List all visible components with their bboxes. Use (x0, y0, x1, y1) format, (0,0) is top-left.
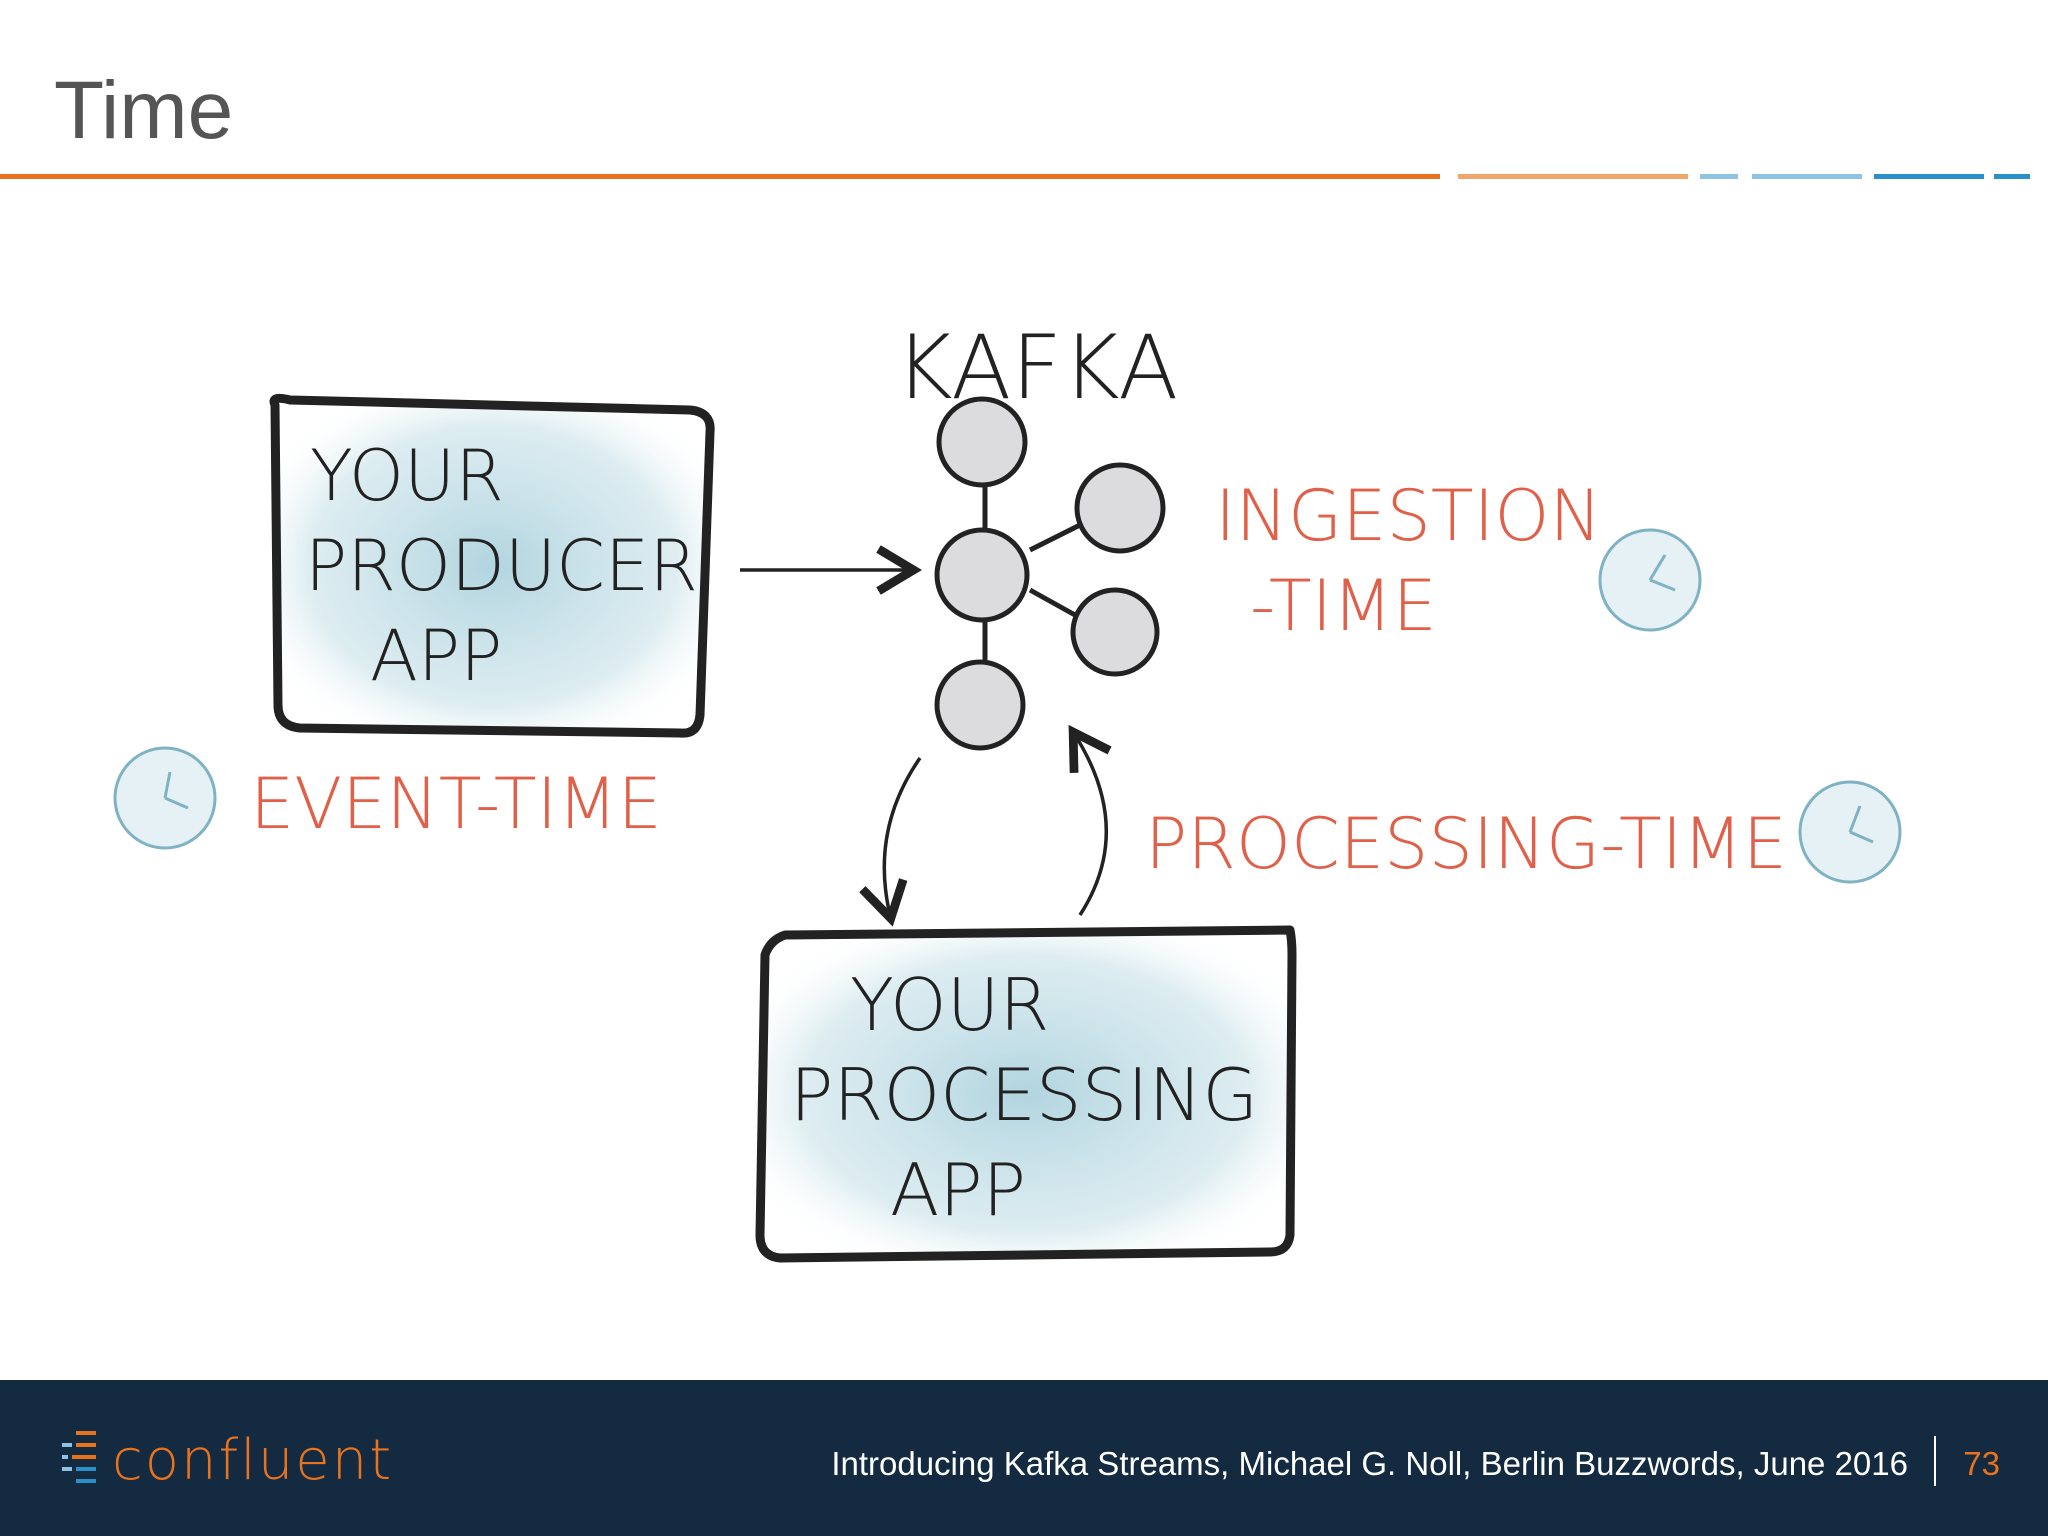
processing-box-line1: YOUR (850, 963, 1049, 1047)
kafka-time-diagram: YOUR PRODUCER APP KAFKA INGESTION -TIME … (113, 316, 1902, 1263)
kafka-broker-node-bottom (934, 659, 1026, 751)
processing-clock-icon (1798, 780, 1902, 884)
producer-box-line1: YOUR (310, 435, 504, 517)
kafka-broker-node-upper-right (1074, 462, 1166, 554)
header-rule-blue-1 (1874, 174, 1984, 179)
kafka-cluster (934, 396, 1166, 751)
ingestion-clock-icon (1598, 528, 1702, 632)
ingestion-time-label-line1: INGESTION (1215, 475, 1602, 557)
header-rule-orange (0, 174, 1440, 179)
header-rule-light-blue-1 (1700, 174, 1738, 179)
kafka-to-processing-arrow (884, 757, 922, 915)
footer-divider (1934, 1436, 1936, 1486)
event-time-label: EVENT-TIME (250, 763, 662, 845)
producer-box-line2: PRODUCER (305, 525, 698, 607)
kafka-broker-node-top (936, 396, 1028, 488)
processing-to-kafka-arrow (1075, 735, 1106, 916)
event-clock-icon (113, 746, 217, 850)
confluent-logo-icon (62, 1431, 96, 1483)
header-rule-light-blue-2 (1752, 174, 1862, 179)
kafka-label: KAFKA (895, 316, 1178, 419)
footer-citation: Introducing Kafka Streams, Michael G. No… (831, 1445, 1908, 1482)
processing-time-label: PROCESSING-TIME (1145, 803, 1787, 885)
producer-app-box: YOUR PRODUCER APP (269, 393, 715, 738)
logo-wordmark: confluent (112, 1427, 394, 1493)
header-rule-blue-2 (1994, 174, 2030, 179)
kafka-broker-node-lower-right (1070, 587, 1160, 677)
processing-app-box: YOUR PROCESSING APP (755, 925, 1297, 1263)
page-number: 73 (1963, 1445, 2000, 1482)
header-rule-light-orange (1458, 174, 1688, 179)
confluent-logo: confluent (58, 1420, 393, 1500)
ingestion-time-label-line2: -TIME (1250, 565, 1437, 647)
processing-box-line3: APP (890, 1148, 1026, 1232)
producer-box-line3: APP (370, 615, 502, 697)
footer: confluent Introducing Kafka Streams, Mic… (0, 1380, 2048, 1536)
slide-title: Time (54, 65, 234, 156)
kafka-broker-node-center (934, 527, 1030, 623)
processing-box-line2: PROCESSING (790, 1053, 1258, 1137)
